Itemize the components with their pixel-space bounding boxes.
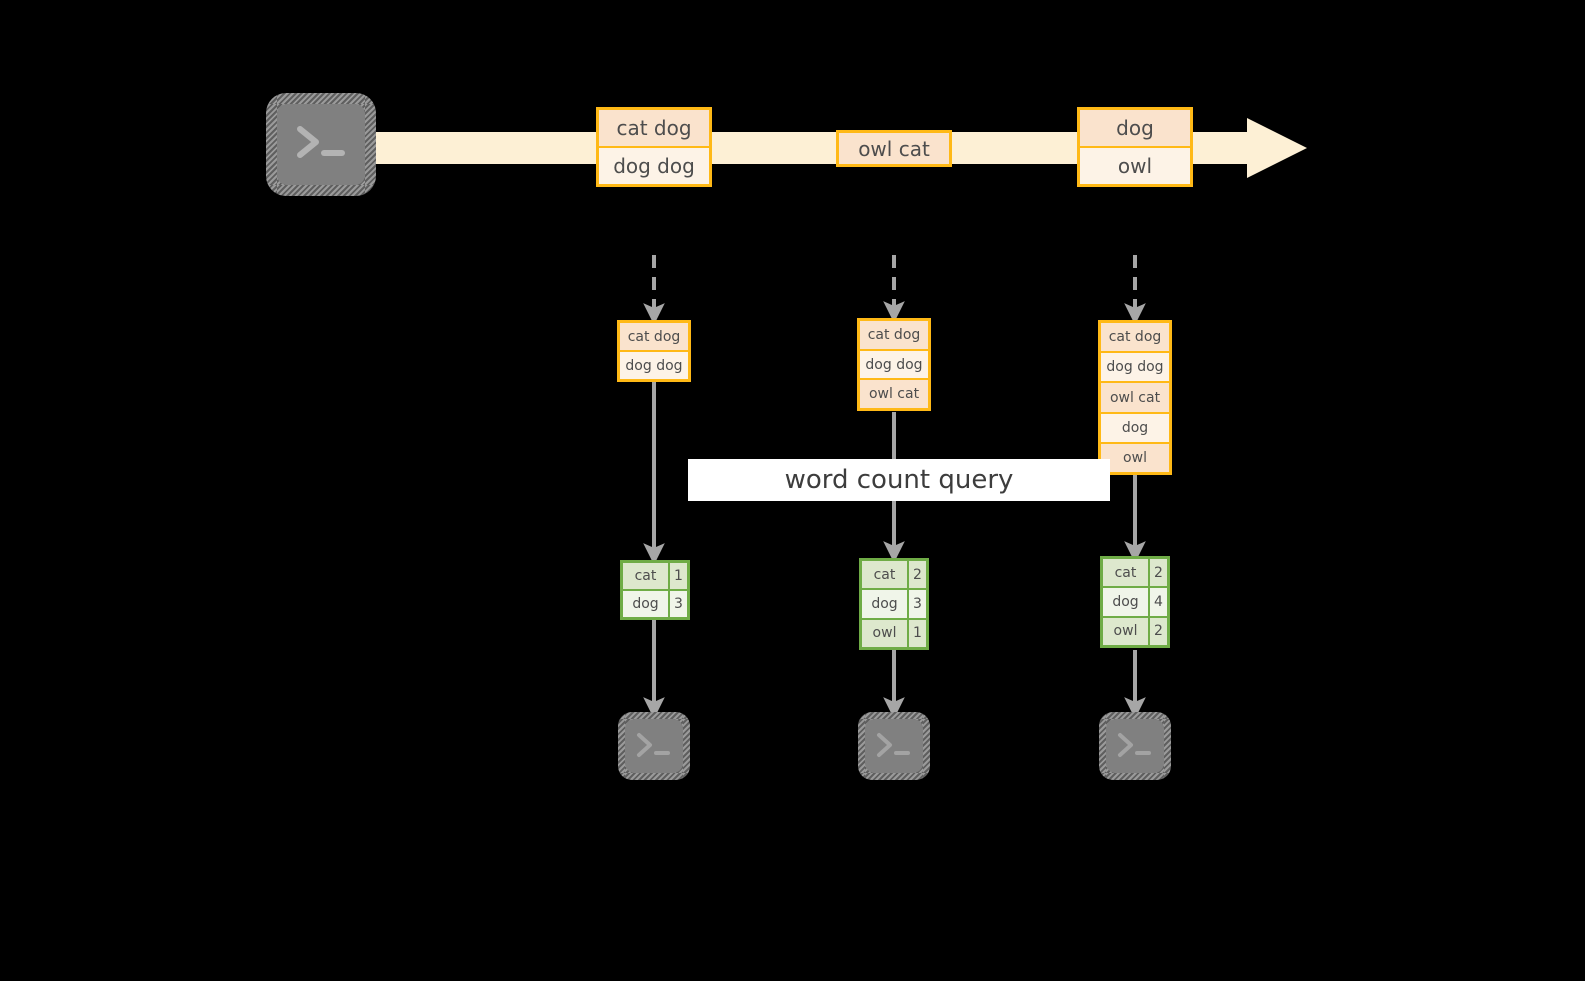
word-cell: owl (1103, 617, 1150, 645)
terminal-screen (865, 719, 923, 773)
terminal-screen (1106, 719, 1164, 773)
word-cell: dog (862, 590, 909, 618)
state-box-column-3[interactable]: cat dog dog dog owl cat dog owl (1098, 320, 1172, 475)
state-row: cat dog (860, 321, 928, 351)
word-cell: dog (1103, 588, 1150, 616)
stream-record: owl (1080, 148, 1190, 184)
state-box-column-2[interactable]: cat dog dog dog owl cat (857, 318, 931, 411)
state-row: owl cat (1101, 383, 1169, 414)
count-cell: 4 (1150, 588, 1167, 616)
table-row: dog 3 (862, 590, 926, 620)
state-row: cat dog (1101, 323, 1169, 354)
stream-record: dog dog (599, 148, 709, 184)
result-table-column-1[interactable]: cat 1 dog 3 (620, 560, 690, 620)
prompt-glyph-icon (1118, 733, 1151, 757)
table-row: owl 1 (862, 619, 926, 647)
sink-terminal-column-2[interactable] (858, 712, 930, 780)
prompt-glyph-icon (637, 733, 670, 757)
table-row: owl 2 (1103, 617, 1167, 645)
word-cell: cat (1103, 559, 1150, 587)
state-box-column-1[interactable]: cat dog dog dog (617, 320, 691, 382)
stream-batch-1[interactable]: cat dog dog dog (596, 107, 712, 187)
stream-record: cat dog (599, 110, 709, 148)
query-label: word count query (688, 459, 1110, 501)
terminal-screen (625, 719, 683, 773)
stream-record: owl cat (839, 133, 949, 164)
terminal-screen (277, 104, 365, 185)
count-cell: 2 (1150, 559, 1167, 587)
count-cell: 2 (909, 561, 926, 589)
table-row: cat 2 (1103, 559, 1167, 589)
table-row: cat 1 (623, 563, 687, 591)
count-cell: 3 (909, 590, 926, 618)
stream-batch-2[interactable]: owl cat (836, 130, 952, 167)
count-cell: 3 (670, 591, 687, 617)
count-cell: 1 (670, 563, 687, 589)
state-row: dog dog (860, 350, 928, 381)
word-cell: cat (623, 563, 670, 589)
stream-record: dog (1080, 110, 1190, 148)
sink-terminal-column-1[interactable] (618, 712, 690, 780)
table-row: dog 4 (1103, 588, 1167, 618)
count-cell: 1 (909, 619, 926, 647)
state-row: dog dog (1101, 353, 1169, 384)
state-row: owl (1101, 443, 1169, 473)
state-row: cat dog (620, 323, 688, 352)
prompt-glyph-icon (877, 733, 910, 757)
result-table-column-3[interactable]: cat 2 dog 4 owl 2 (1100, 556, 1170, 648)
word-cell: owl (862, 619, 909, 647)
table-row: cat 2 (862, 561, 926, 591)
word-cell: dog (623, 591, 670, 617)
source-terminal-icon[interactable] (266, 93, 376, 196)
stream-batch-3[interactable]: dog owl (1077, 107, 1193, 187)
table-row: dog 3 (623, 591, 687, 617)
state-row: dog (1101, 413, 1169, 444)
sink-terminal-column-3[interactable] (1099, 712, 1171, 780)
state-row: dog dog (620, 352, 688, 379)
word-cell: cat (862, 561, 909, 589)
state-row: owl cat (860, 380, 928, 409)
result-table-column-2[interactable]: cat 2 dog 3 owl 1 (859, 558, 929, 650)
count-cell: 2 (1150, 617, 1167, 645)
prompt-glyph-icon (297, 125, 345, 158)
